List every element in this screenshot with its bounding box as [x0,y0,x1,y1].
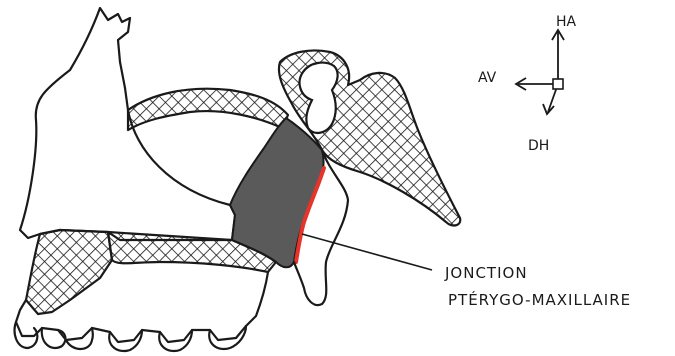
compass-up-label: HA [556,14,577,30]
compass-forward-label: AV [478,70,497,86]
orientation-compass: HA AV DH [478,14,577,154]
upper-hatch-band [128,89,288,130]
label-leader-line [302,234,432,270]
compass-down-label: DH [528,138,549,154]
tooth [42,328,66,348]
junction-label-line2: PTÉRYGO-MAXILLAIRE [448,290,631,309]
lower-left-hatch [26,230,112,314]
teeth [15,322,247,351]
junction-label-line1: JONCTION [444,264,528,282]
compass-center [553,79,563,89]
